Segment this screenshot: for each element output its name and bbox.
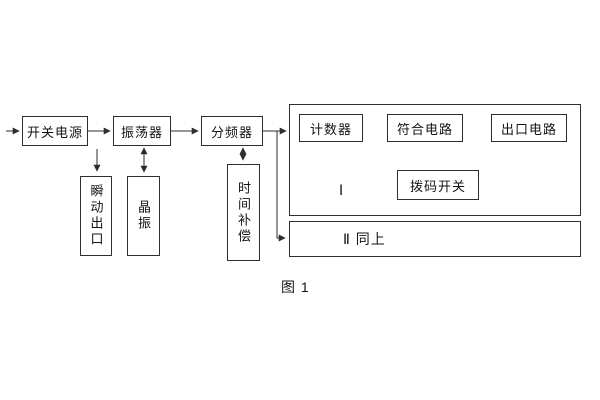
block-dip-switch: 拨码开关 bbox=[397, 170, 479, 200]
block-instant-outlet: 瞬动出口 bbox=[80, 176, 112, 256]
block-frequency-divider: 分频器 bbox=[201, 116, 263, 146]
module1-label: Ⅰ bbox=[339, 182, 345, 198]
block-coincidence-circuit: 符合电路 bbox=[387, 114, 463, 142]
module2-frame: Ⅱ 同上 bbox=[289, 221, 581, 257]
block-outlet-circuit: 出口电路 bbox=[491, 114, 567, 142]
block-oscillator: 振荡器 bbox=[113, 116, 171, 146]
block-crystal-oscillator: 晶振 bbox=[127, 176, 160, 256]
block-counter: 计数器 bbox=[299, 114, 363, 142]
block-time-compensation: 时间补偿 bbox=[227, 164, 260, 261]
wire-branch-to-module2 bbox=[276, 131, 286, 242]
figure-caption: 图 1 bbox=[281, 279, 310, 295]
block-switch-power-supply: 开关电源 bbox=[22, 116, 88, 146]
